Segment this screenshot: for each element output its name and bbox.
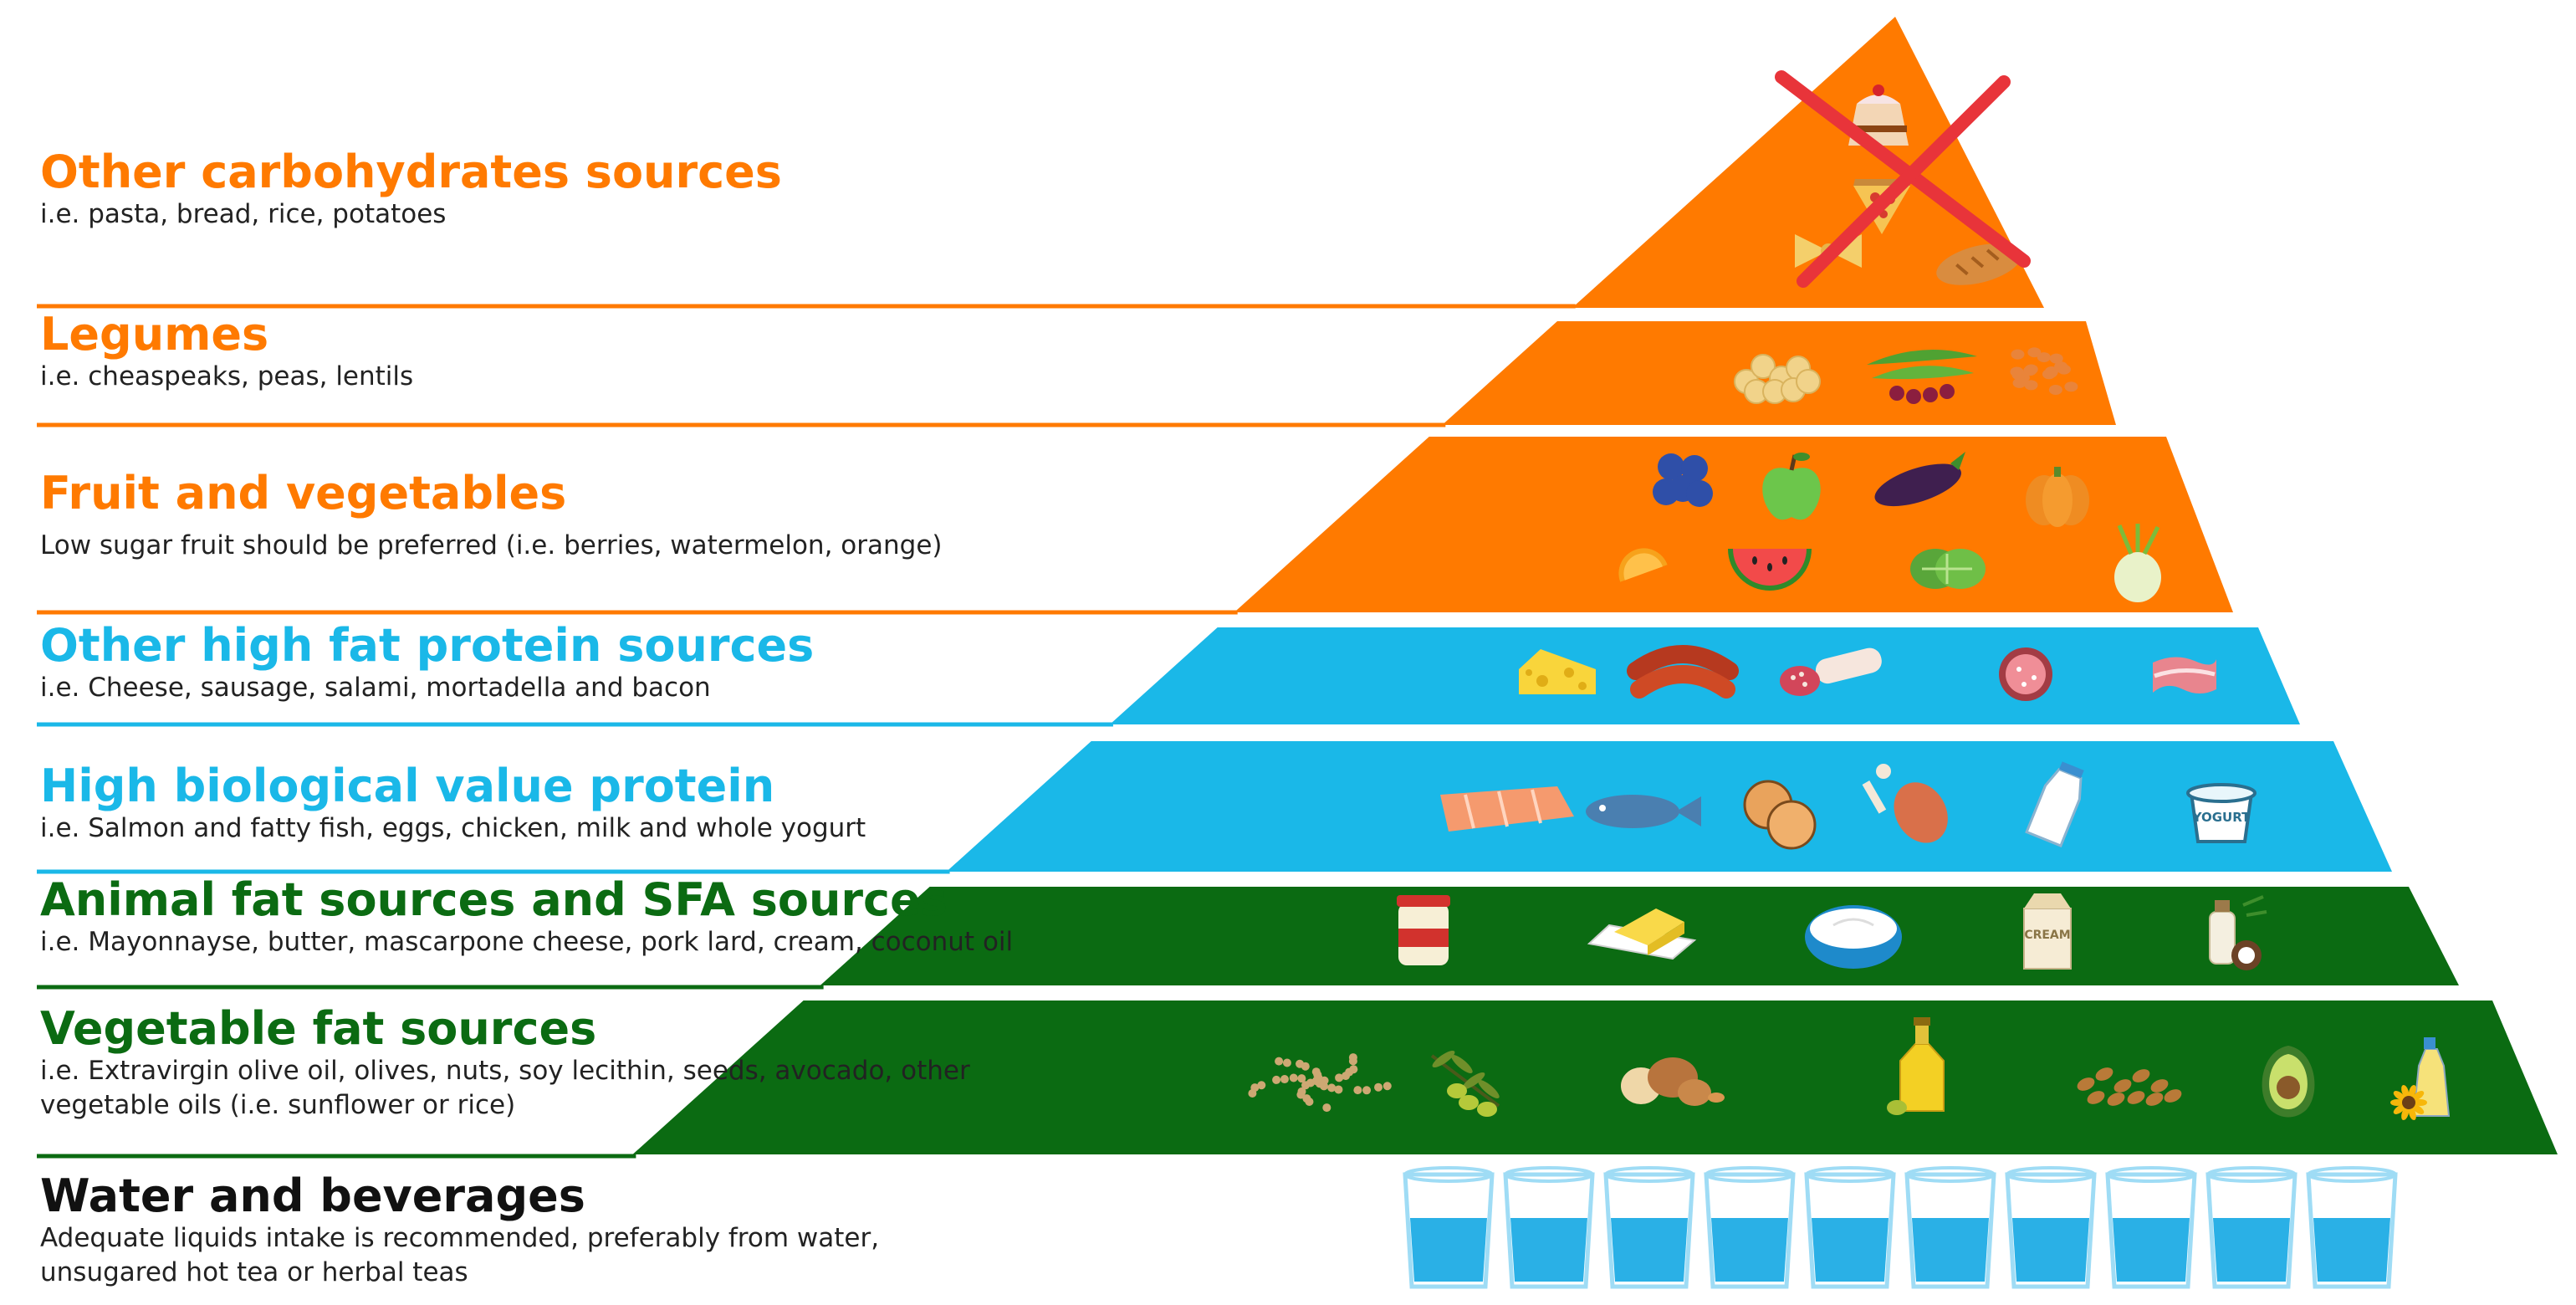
tier-fruit-vegetables-text: Fruit and vegetables Low sugar fruit sho… xyxy=(40,468,1295,563)
salami-icon xyxy=(1780,647,1882,696)
cream-carton-icon: CREAM xyxy=(2023,893,2072,970)
water-glass-icon xyxy=(1403,1166,1495,1289)
lettuce-icon xyxy=(1910,549,1986,589)
sunflower-oil-icon xyxy=(2390,1037,2451,1121)
tier-desc-line: i.e. Extravirgin olive oil, olives, nuts… xyxy=(40,1056,970,1087)
svg-text:CREAM: CREAM xyxy=(2024,929,2070,942)
tier-title-carbohydrates: Other carbohydrates sources xyxy=(40,146,782,198)
lentils-icon xyxy=(2010,347,2078,395)
tier-desc-line: i.e. Mayonnayse, butter, mascarpone chee… xyxy=(40,927,1014,958)
tier-water-text: Water and beverages Adequate liquids int… xyxy=(40,1169,1295,1290)
band-shape-carbohydrates xyxy=(1572,17,2044,308)
tier-desc-line: i.e. cheaspeaks, peas, lentils xyxy=(40,361,414,392)
avocado-icon xyxy=(2262,1046,2315,1118)
tier-high-fat-protein-text: Other high fat protein sources i.e. Chee… xyxy=(40,619,1295,705)
pyramid-band-legumes xyxy=(37,321,2116,427)
tier-title-fruit-vegetables: Fruit and vegetables xyxy=(40,467,567,519)
tier-desc-line: i.e. pasta, bread, rice, potatoes xyxy=(40,199,447,230)
tier-desc-line: i.e. Cheese, sausage, salami, mortadella… xyxy=(40,673,711,704)
water-glass-icon xyxy=(2005,1166,2097,1289)
tier-desc-line: Adequate liquids intake is recommended, … xyxy=(40,1223,880,1254)
butter-icon xyxy=(1587,908,1697,960)
chicken-leg-icon xyxy=(1862,764,1948,843)
water-glass-icon xyxy=(1804,1166,1896,1289)
tier-animal-fat-text: Animal fat sources and SFA sources i.e. … xyxy=(40,873,1295,960)
tier-desc-carbohydrates: i.e. pasta, bread, rice, potatoes xyxy=(40,197,1295,232)
water-glass-icon xyxy=(2306,1166,2398,1289)
nuts-icon xyxy=(1621,1057,1725,1106)
tier-desc-water: Adequate liquids intake is recommended, … xyxy=(40,1221,1295,1290)
milk-bottle-icon xyxy=(2025,761,2084,847)
olive-branch-icon xyxy=(1430,1050,1500,1117)
tier-desc-line: vegetable oils (i.e. sunflower or rice) xyxy=(40,1090,516,1121)
tier-desc-fruit-vegetables: Low sugar fruit should be preferred (i.e… xyxy=(40,529,1295,563)
water-glasses-row xyxy=(1403,1166,2398,1289)
cheese-icon xyxy=(1519,649,1596,694)
pyramid-band-high-fat-protein xyxy=(37,627,2300,727)
eggs-icon xyxy=(1743,780,1817,850)
pyramid-band-animal-fat: CREAM xyxy=(37,887,2459,990)
band-shape-vegetable-fat xyxy=(632,1000,2558,1154)
water-glass-icon xyxy=(1704,1166,1796,1289)
tier-desc-legumes: i.e. cheaspeaks, peas, lentils xyxy=(40,360,1295,394)
apple-icon xyxy=(1762,453,1821,520)
tier-title-legumes: Legumes xyxy=(40,308,269,361)
fish-icon xyxy=(1586,795,1701,828)
fennel-icon xyxy=(2114,524,2161,602)
bread-icon xyxy=(1936,243,2021,285)
tier-desc-line: Low sugar fruit should be preferred (i.e… xyxy=(40,530,943,561)
tier-desc-biological-protein: i.e. Salmon and fatty fish, eggs, chicke… xyxy=(40,811,1295,846)
tier-title-high-fat-protein: Other high fat protein sources xyxy=(40,619,815,672)
tier-title-water: Water and beverages xyxy=(40,1169,585,1222)
tier-desc-line: i.e. Salmon and fatty fish, eggs, chicke… xyxy=(40,813,866,844)
tier-legumes-text: Legumes i.e. cheaspeaks, peas, lentils xyxy=(40,308,1295,394)
orange-icon xyxy=(1618,548,1668,582)
seeds-icon xyxy=(2077,1067,2182,1106)
eggplant-icon xyxy=(1874,452,1965,507)
pyramid-band-fruit-vegetables xyxy=(37,437,2233,615)
salmon-icon xyxy=(1440,786,1574,832)
mortadella-icon xyxy=(1999,647,2052,701)
pyramid-band-vegetable-fat xyxy=(37,1000,2558,1159)
band-shape-fruit-vegetables xyxy=(1234,437,2233,612)
tier-desc-high-fat-protein: i.e. Cheese, sausage, salami, mortadella… xyxy=(40,671,1295,705)
coconut-oil-icon xyxy=(2209,895,2267,970)
tier-desc-animal-fat: i.e. Mayonnayse, butter, mascarpone chee… xyxy=(40,925,1295,960)
yogurt-icon: YOGURT xyxy=(2186,783,2257,843)
sausage-icon xyxy=(1627,645,1739,699)
water-glass-icon xyxy=(1503,1166,1595,1289)
tier-carbohydrates-text: Other carbohydrates sources i.e. pasta, … xyxy=(40,146,1295,232)
pyramid-band-biological-protein: YOGURT xyxy=(37,741,2392,874)
cross-out-icon xyxy=(1775,70,2031,288)
tier-title-biological-protein: High biological value protein xyxy=(40,760,775,812)
tier-desc-line: unsugared hot tea or herbal teas xyxy=(40,1257,468,1288)
tier-title-animal-fat: Animal fat sources and SFA sources xyxy=(40,873,948,926)
blueberries-icon xyxy=(1653,453,1713,507)
water-glass-icon xyxy=(1603,1166,1695,1289)
peas-icon xyxy=(1867,350,1977,404)
svg-text:YOGURT: YOGURT xyxy=(2192,810,2251,825)
water-glass-icon xyxy=(2205,1166,2297,1289)
tier-title-vegetable-fat: Vegetable fat sources xyxy=(40,1002,597,1055)
water-glass-icon xyxy=(1904,1166,1996,1289)
bacon-icon xyxy=(2153,657,2216,693)
olive-oil-bottle-icon xyxy=(1887,1017,1945,1115)
mayonnaise-jar-icon xyxy=(1397,895,1450,965)
mascarpone-bowl-icon xyxy=(1805,905,1902,969)
tier-vegetable-fat-text: Vegetable fat sources i.e. Extravirgin o… xyxy=(40,1002,1295,1123)
chickpeas-icon xyxy=(1734,354,1821,404)
pyramid-band-carbohydrates xyxy=(37,17,2044,309)
tier-desc-vegetable-fat: i.e. Extravirgin olive oil, olives, nuts… xyxy=(40,1054,1295,1123)
watermelon-icon xyxy=(1728,549,1812,591)
water-glass-icon xyxy=(2105,1166,2197,1289)
pumpkin-icon xyxy=(2026,467,2089,527)
lecithin-granules-icon xyxy=(1248,1053,1392,1113)
tier-biological-protein-text: High biological value protein i.e. Salmo… xyxy=(40,760,1295,846)
